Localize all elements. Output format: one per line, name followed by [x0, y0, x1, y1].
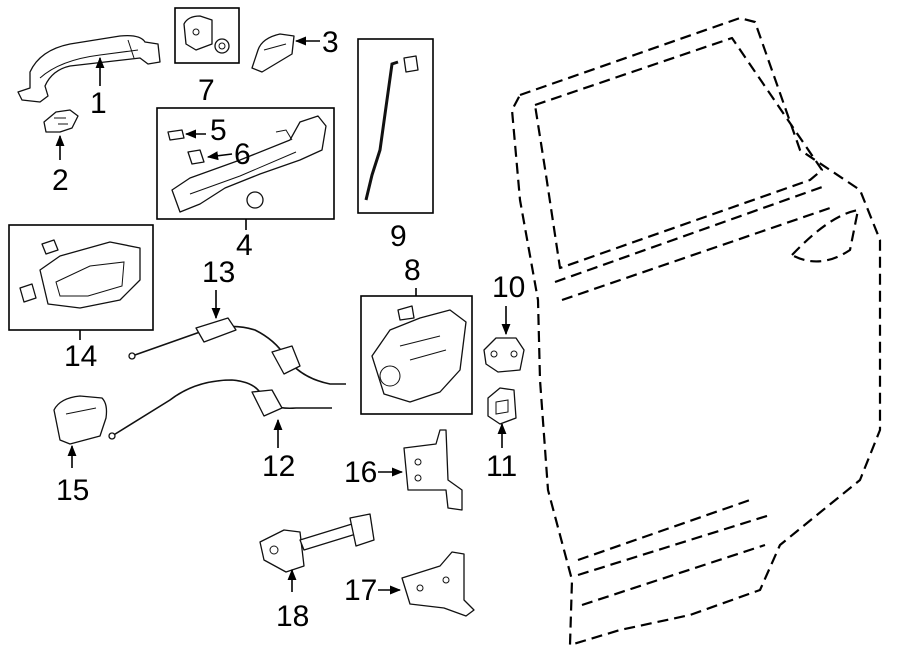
- callout-17-label: 17: [344, 574, 377, 607]
- callout-4: 4: [236, 219, 253, 262]
- callout-7-label: 7: [198, 74, 215, 107]
- callout-10-label: 10: [492, 271, 525, 304]
- handle-cover-part: [251, 33, 295, 73]
- callout-16-label: 16: [344, 456, 377, 489]
- callout-8: 8: [404, 254, 421, 296]
- callout-6: 6: [206, 138, 251, 171]
- callout-15-label: 15: [56, 474, 89, 507]
- callout-3-label: 3: [322, 26, 339, 59]
- callout-16: 16: [344, 456, 404, 489]
- handle-frame-part: [156, 107, 335, 220]
- callout-12-label: 12: [262, 450, 295, 483]
- callout-1: 1: [90, 56, 107, 120]
- callout-4-label: 4: [236, 229, 253, 262]
- door-check-part: [259, 513, 375, 573]
- callout-18-label: 18: [276, 600, 309, 633]
- door-striker-part: [483, 337, 525, 373]
- key-cylinder-part: [174, 7, 240, 64]
- upper-hinge-part: [403, 429, 463, 511]
- callout-3: 3: [294, 26, 339, 59]
- callout-15: 15: [56, 444, 89, 507]
- inside-handle-part: [8, 224, 154, 331]
- callout-11: 11: [486, 422, 517, 483]
- callout-13: 13: [202, 256, 235, 320]
- callout-5: 5: [184, 114, 227, 147]
- callout-2-label: 2: [52, 164, 69, 197]
- callout-10: 10: [492, 271, 525, 336]
- outside-cable-part: [108, 379, 332, 440]
- callout-12: 12: [262, 418, 295, 483]
- callout-11-label: 11: [486, 450, 517, 483]
- lock-rod-part: [357, 38, 434, 214]
- callout-1-label: 1: [90, 87, 107, 120]
- callout-14: 14: [64, 330, 97, 373]
- callout-7: 7: [198, 74, 215, 107]
- callout-8-label: 8: [404, 254, 421, 287]
- outside-handle-part: [17, 34, 161, 103]
- callout-14-label: 14: [64, 340, 97, 373]
- callout-2: 2: [52, 134, 69, 197]
- callout-18: 18: [276, 568, 309, 633]
- callout-6-label: 6: [234, 138, 251, 171]
- handle-bezel-part: [53, 395, 108, 445]
- lower-hinge-part: [401, 551, 475, 617]
- striker-plate-part: [487, 387, 517, 425]
- callout-17: 17: [344, 574, 402, 607]
- handle-bracket-part: [43, 109, 79, 133]
- door-latch-part: [360, 295, 473, 415]
- callout-9-label: 9: [390, 220, 407, 253]
- callout-9: 9: [390, 220, 407, 253]
- callout-13-label: 13: [202, 256, 235, 289]
- rear-door-outline: [510, 16, 882, 647]
- inside-cable-part: [128, 317, 346, 385]
- callout-5-label: 5: [210, 114, 227, 147]
